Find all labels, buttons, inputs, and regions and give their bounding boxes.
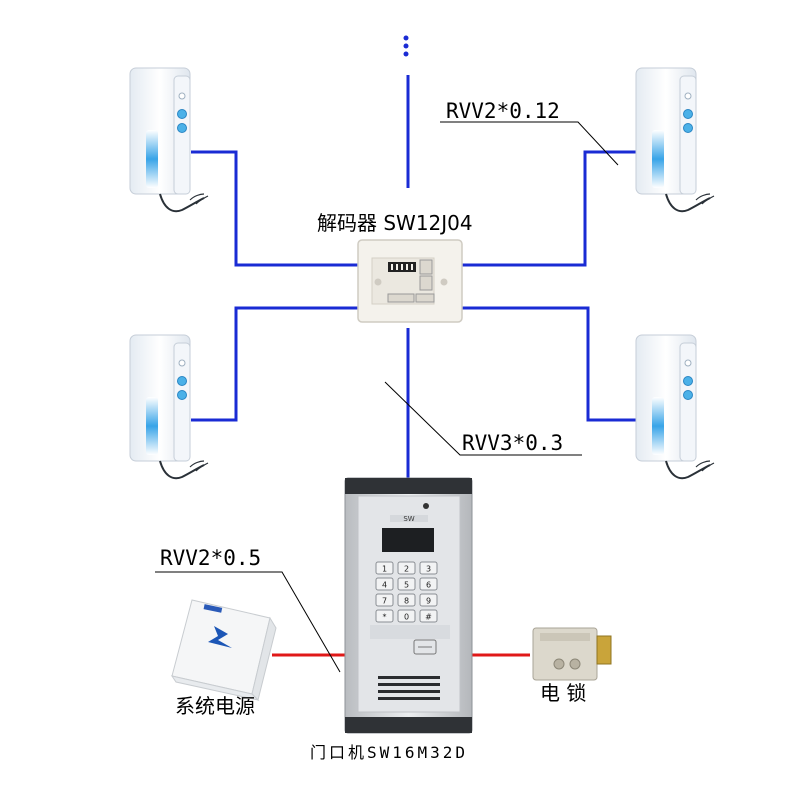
cable-label-power: RVV2*0.5 <box>160 546 261 570</box>
indoor-handset-bottom-left <box>129 334 209 480</box>
power-supply-box <box>170 599 277 701</box>
keypad-key-label: 2 <box>404 565 409 574</box>
keypad-key-label: * <box>383 613 387 622</box>
keypad-key[interactable] <box>397 577 416 591</box>
lightning-bolt-icon <box>208 626 232 648</box>
svg-text:SW: SW <box>403 515 414 523</box>
electric-lock-label: 电 锁 <box>540 681 586 705</box>
cable-label-handset: RVV2*0.12 <box>446 99 560 123</box>
indoor-handset-bottom-right <box>635 334 715 480</box>
power-supply-label: 系统电源 <box>175 694 255 718</box>
keypad-key[interactable] <box>397 609 416 623</box>
keypad-key-label: 9 <box>426 597 431 606</box>
speaker-grille <box>378 676 440 700</box>
keypad-key-label: 0 <box>404 613 409 622</box>
keypad-key[interactable] <box>397 593 416 607</box>
keypad-key[interactable] <box>375 609 394 623</box>
indoor-handset-top-left <box>129 67 209 213</box>
keypad-key[interactable] <box>375 577 394 591</box>
card-reader-icon <box>413 639 437 655</box>
keypad-key[interactable] <box>375 561 394 575</box>
leader-lines <box>155 121 619 673</box>
keypad-key[interactable] <box>375 593 394 607</box>
keypad-key-label: 1 <box>382 565 387 574</box>
keypad-key[interactable] <box>419 561 438 575</box>
door-station-label: 门口机SW16M32D <box>310 743 468 762</box>
keypad-key-label: 6 <box>426 581 431 590</box>
door-station: SW 1 2 3 4 5 6 7 8 9 * 0 # <box>344 477 473 734</box>
door-station-logo: SW <box>390 515 428 523</box>
cable-label-door: RVV3*0.3 <box>462 431 563 455</box>
keypad-key-label: 8 <box>404 597 409 606</box>
keypad-key-label: 4 <box>382 581 387 590</box>
keypad-key[interactable] <box>419 609 438 623</box>
bus-wiring <box>191 75 638 478</box>
electric-lock <box>532 627 612 681</box>
keypad-key-label: # <box>425 613 432 622</box>
keypad-key[interactable] <box>397 561 416 575</box>
lcd-display <box>382 528 434 552</box>
keypad-key-label: 5 <box>404 581 409 590</box>
keypad-key-label: 3 <box>426 565 431 574</box>
keypad-key[interactable] <box>419 593 438 607</box>
vertical-ellipsis-icon <box>403 35 409 57</box>
keypad: 1 2 3 4 5 6 7 8 9 * 0 # <box>375 561 438 623</box>
indoor-handset-top-right <box>635 67 715 213</box>
keypad-key[interactable] <box>419 577 438 591</box>
decoder-box <box>357 239 463 323</box>
keypad-key-label: 7 <box>382 597 387 606</box>
decoder-label: 解码器 SW12J04 <box>317 211 473 235</box>
